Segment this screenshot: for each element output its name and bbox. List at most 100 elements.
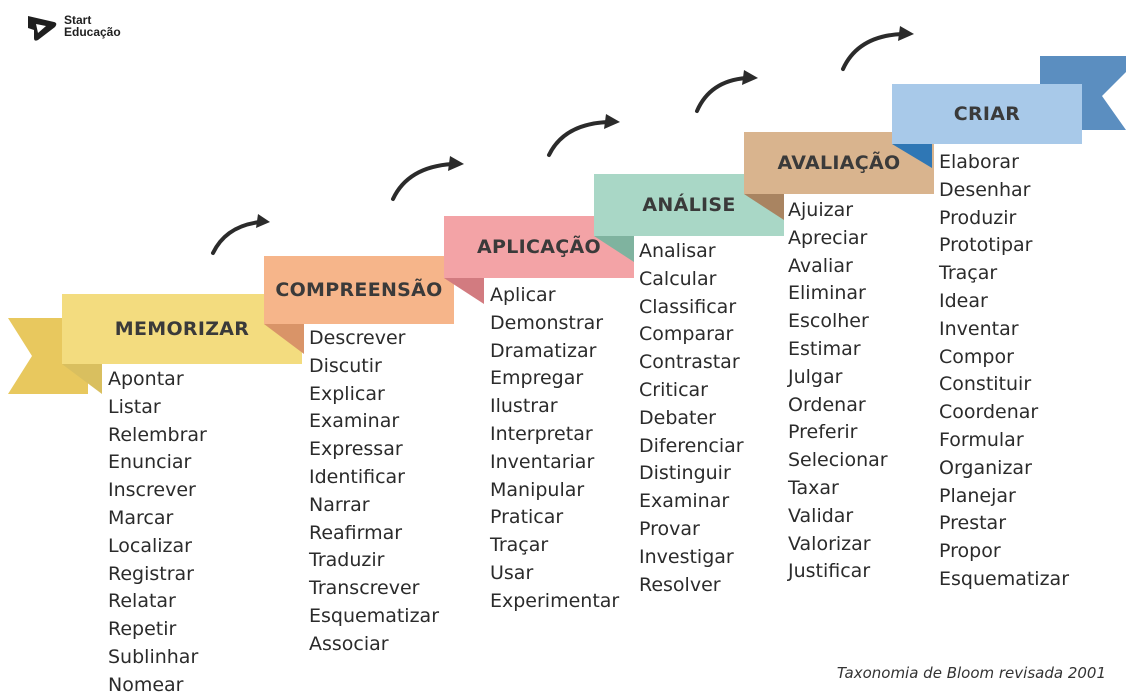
start-educacao-logo-icon bbox=[28, 16, 57, 41]
verb-item: Idear bbox=[939, 289, 988, 312]
arrow-icon bbox=[695, 70, 758, 113]
verb-item: Provar bbox=[639, 517, 700, 540]
verb-item: Esquematizar bbox=[939, 567, 1070, 590]
verb-item: Descrever bbox=[309, 327, 406, 349]
verb-item: Narrar bbox=[309, 493, 370, 516]
verb-item: Formular bbox=[939, 428, 1024, 451]
verb-item: Coordenar bbox=[939, 401, 1039, 424]
verb-item: Dramatizar bbox=[490, 339, 597, 362]
brand-name: Start Educação bbox=[64, 14, 121, 38]
fold-memorizar bbox=[62, 364, 102, 394]
verb-item: Contrastar bbox=[639, 351, 740, 374]
verb-item: Empregar bbox=[490, 367, 584, 390]
verb-item: Ajuizar bbox=[788, 199, 854, 221]
arrow-icon bbox=[841, 26, 914, 71]
verb-item: Registrar bbox=[108, 562, 194, 585]
arrow-icon bbox=[547, 114, 620, 157]
verb-item: Avaliar bbox=[788, 254, 853, 277]
verb-item: Nomear bbox=[108, 673, 184, 696]
verb-item: Inventariar bbox=[490, 450, 595, 473]
verb-item: Expressar bbox=[309, 438, 403, 461]
fold-analise bbox=[594, 236, 634, 262]
verb-item: Organizar bbox=[939, 456, 1032, 479]
verb-item: Elaborar bbox=[939, 151, 1019, 173]
verb-item: Diferenciar bbox=[639, 434, 744, 457]
verb-item: Compor bbox=[939, 345, 1014, 368]
verb-item: Aplicar bbox=[490, 284, 556, 306]
verb-item: Identificar bbox=[309, 465, 405, 488]
verb-item: Repetir bbox=[108, 618, 177, 641]
verb-item: Escolher bbox=[788, 310, 869, 333]
brand-line-2: Educação bbox=[64, 25, 121, 39]
verb-item: Localizar bbox=[108, 534, 192, 557]
brand-line-1: Start bbox=[64, 13, 92, 27]
verb-item: Relatar bbox=[108, 590, 176, 613]
verb-item: Apontar bbox=[108, 368, 184, 390]
verb-item: Classificar bbox=[639, 295, 737, 318]
brand-logo: Start Educação bbox=[24, 14, 121, 42]
arrow-icon bbox=[211, 214, 270, 255]
verb-item: Estimar bbox=[788, 337, 861, 360]
level-title-criar: CRIAR bbox=[953, 103, 1021, 125]
verb-item: Analisar bbox=[639, 240, 716, 262]
banner-criar: CRIAR bbox=[892, 84, 1082, 144]
verb-item: Planejar bbox=[939, 484, 1016, 507]
verb-item: Explicar bbox=[309, 382, 385, 405]
verb-item: Desenhar bbox=[939, 178, 1031, 201]
level-title-compreensao: COMPREENSÃO bbox=[275, 279, 443, 301]
verb-item: Demonstrar bbox=[490, 311, 604, 334]
verb-item: Listar bbox=[108, 395, 161, 418]
verb-item: Traçar bbox=[490, 534, 549, 557]
banner-memorizar: MEMORIZAR bbox=[62, 294, 302, 364]
verb-item: Debater bbox=[639, 406, 716, 429]
verb-item: Associar bbox=[309, 632, 389, 655]
verb-item: Esquematizar bbox=[309, 604, 440, 627]
fold-aplicacao bbox=[444, 278, 484, 304]
verb-item: Distinguir bbox=[639, 462, 731, 485]
verb-item: Justificar bbox=[788, 560, 871, 583]
verb-item: Examinar bbox=[309, 410, 400, 433]
verb-item: Interpretar bbox=[490, 422, 593, 445]
level-title-aplicacao: APLICAÇÃO bbox=[477, 236, 601, 258]
verb-item: Relembrar bbox=[108, 423, 207, 446]
verb-item: Inventar bbox=[939, 317, 1019, 340]
verb-item: Experimentar bbox=[490, 589, 620, 612]
verb-item: Eliminar bbox=[788, 282, 866, 305]
verb-item: Enunciar bbox=[108, 451, 192, 474]
verb-item: Marcar bbox=[108, 506, 174, 529]
verb-item: Traçar bbox=[939, 262, 998, 285]
level-title-analise: ANÁLISE bbox=[642, 194, 736, 216]
verb-item: Calcular bbox=[639, 267, 717, 290]
verb-item: Validar bbox=[788, 504, 854, 527]
verb-item: Discutir bbox=[309, 354, 382, 377]
verb-item: Sublinhar bbox=[108, 645, 199, 668]
verb-item: Ilustrar bbox=[490, 395, 558, 418]
verb-item: Praticar bbox=[490, 506, 564, 529]
source-credit: Taxonomia de Bloom revisada 2001 bbox=[836, 664, 1106, 682]
verb-item: Investigar bbox=[639, 545, 734, 568]
verb-item: Comparar bbox=[639, 323, 734, 346]
verb-item: Manipular bbox=[490, 478, 585, 501]
verb-item: Constituir bbox=[939, 373, 1032, 396]
verb-item: Preferir bbox=[788, 421, 858, 444]
verb-item: Transcrever bbox=[309, 577, 420, 600]
verb-item: Prestar bbox=[939, 512, 1007, 535]
verb-item: Criticar bbox=[639, 378, 708, 401]
verb-item: Julgar bbox=[788, 365, 843, 388]
verb-item: Examinar bbox=[639, 490, 730, 513]
verb-item: Valorizar bbox=[788, 532, 871, 555]
verb-item: Taxar bbox=[788, 476, 839, 499]
verb-item: Reafirmar bbox=[309, 521, 403, 544]
verb-item: Ordenar bbox=[788, 393, 866, 416]
verb-item: Usar bbox=[490, 561, 534, 584]
verb-item: Apreciar bbox=[788, 226, 868, 249]
verb-item: Inscrever bbox=[108, 479, 196, 502]
arrow-icon bbox=[391, 156, 464, 201]
fold-avaliacao bbox=[744, 194, 784, 220]
verb-item: Produzir bbox=[939, 206, 1017, 229]
level-title-avaliacao: AVALIAÇÃO bbox=[777, 152, 901, 174]
